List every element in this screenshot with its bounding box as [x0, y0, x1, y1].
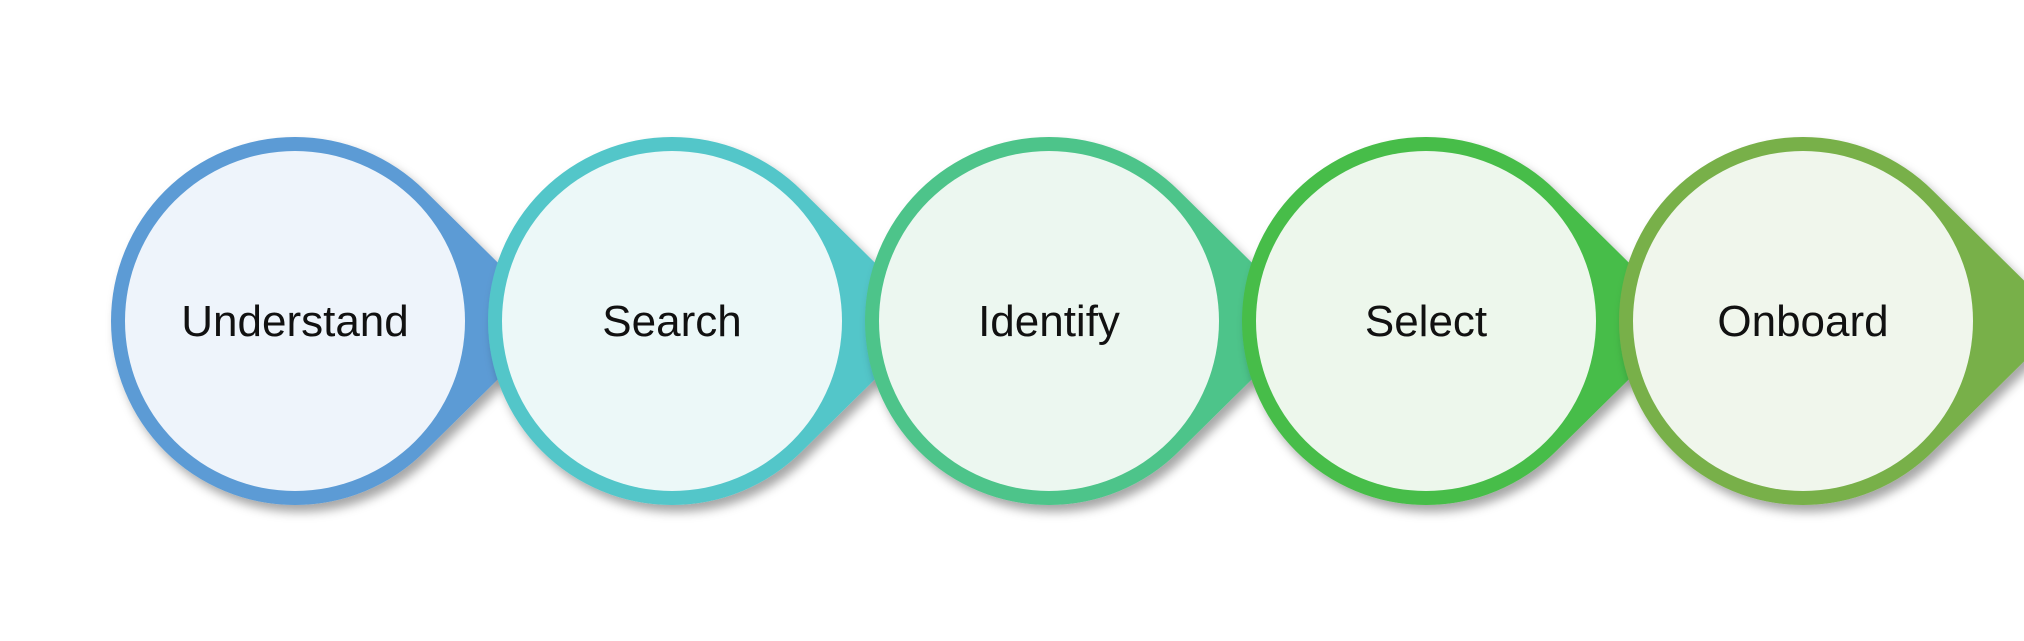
step-label: Identify	[978, 297, 1120, 346]
step-label: Search	[602, 297, 741, 346]
step-label: Onboard	[1717, 297, 1888, 346]
step-inner-circle	[502, 151, 842, 491]
step-onboard: Onboard	[1619, 137, 2024, 505]
step-label: Understand	[181, 297, 408, 346]
step-label: Select	[1365, 297, 1487, 346]
step-search: Search	[488, 137, 934, 505]
step-select: Select	[1241, 137, 1688, 505]
step-inner-circle	[1633, 151, 1973, 491]
step-inner-circle	[879, 151, 1219, 491]
step-understand: Understand	[110, 137, 558, 505]
step-identify: Identify	[865, 137, 1311, 505]
process-steps: Understand Search Identify Select Onboard	[110, 137, 2024, 505]
step-inner-circle	[125, 151, 465, 491]
step-inner-circle	[1256, 151, 1596, 491]
